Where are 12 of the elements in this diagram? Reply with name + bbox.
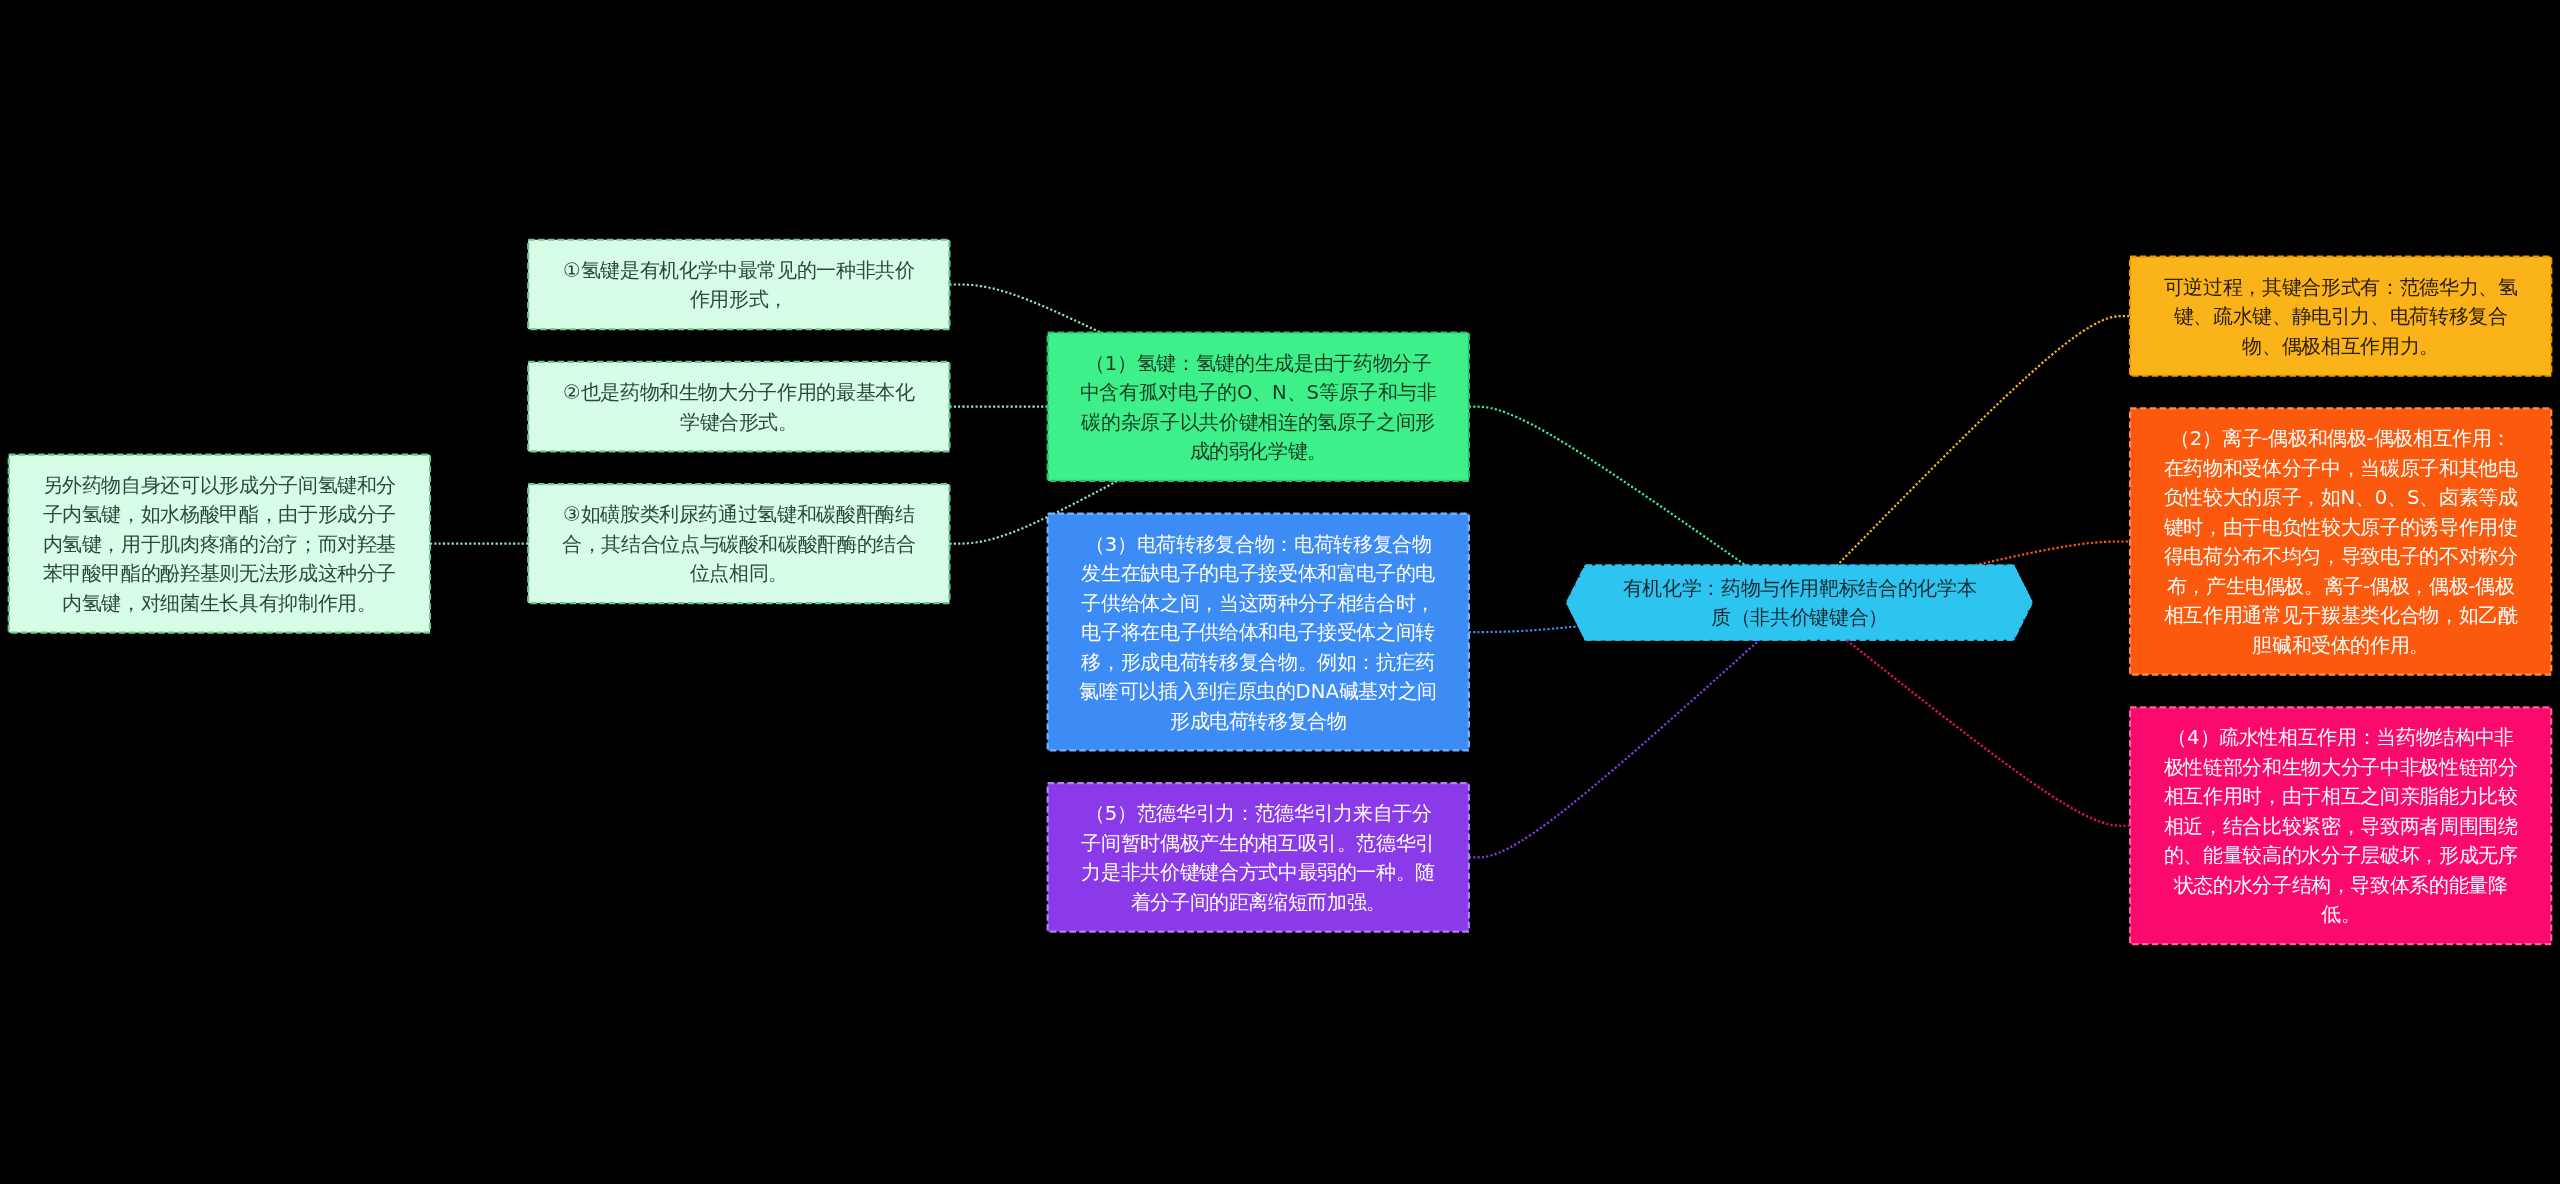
- node-box: （2）离子-偶极和偶极-偶极相互作用：在药物和受体分子中，当碳原子和其他电负性较大的原子，如N、0、S、卤素等成键时，由于电负性较大原子的诱导作用使得电荷分布不均匀，导致电子的不对称分布，产生电偶极。离子-偶极，偶极-偶极相互作用通常见于羰基类化合物，如乙酰胆碱和受体的作用。: [2128, 407, 2553, 676]
- node-box: ①氢键是有机化学中最常见的一种非共价作用形式，: [527, 238, 951, 331]
- node-box: ②也是药物和生物大分子作用的最基本化学键合形式。: [527, 360, 951, 453]
- node-box: （5）范德华引力：范德华引力来自于分子间暂时偶极产生的相互吸引。范德华引力是非共价键键合方式中最弱的一种。随着分子间的距离缩短而加强。: [1046, 782, 1470, 933]
- connector: [1468, 639, 1760, 859]
- node-box: （3）电荷转移复合物：电荷转移复合物发生在缺电子的电子接受体和富电子的电子供给体之间，当这两种分子相结合时，电子将在电子供给体和电子接受体之间转移，形成电荷转移复合物。例如：抗疟药氯喹可以插入到疟原虫的DNA碱基对之间形成电荷转移复合物: [1046, 512, 1470, 752]
- node-box: 可逆过程，其键合形式有：范德华力、氢键、疏水键、静电引力、电荷转移复合物、偶极相互作用力。: [2128, 255, 2553, 377]
- node-box: （1）氢键：氢键的生成是由于药物分子中含有孤对电子的O、N、S等原子和与非碳的杂原子以共价键相连的氢原子之间形成的弱化学键。: [1046, 331, 1470, 483]
- node-box: （4）疏水性相互作用：当药物结构中非极性链部分和生物大分子中非极性链部分相互作用时，由于相互之间亲脂能力比较相近，结合比较紧密，导致两者周围围绕的、能量较高的水分子层破坏，形成无序状态的水分子结构，导致体系的能量降低。: [2128, 706, 2553, 946]
- node-box: ③如磺胺类利尿药通过氢键和碳酸酐酶结合，其结合位点与碳酸和碳酸酐酶的结合位点相同。: [527, 483, 951, 605]
- connector: [1846, 639, 2131, 827]
- node-box: 另外药物自身还可以形成分子间氢键和分子内氢键，如水杨酸甲酯，由于形成分子内氢键，用于肌肉疼痛的治疗；而对羟基苯甲酸甲酯的酚羟基则无法形成这种分子内氢键，对细菌生长具有抑制作用。: [7, 453, 432, 634]
